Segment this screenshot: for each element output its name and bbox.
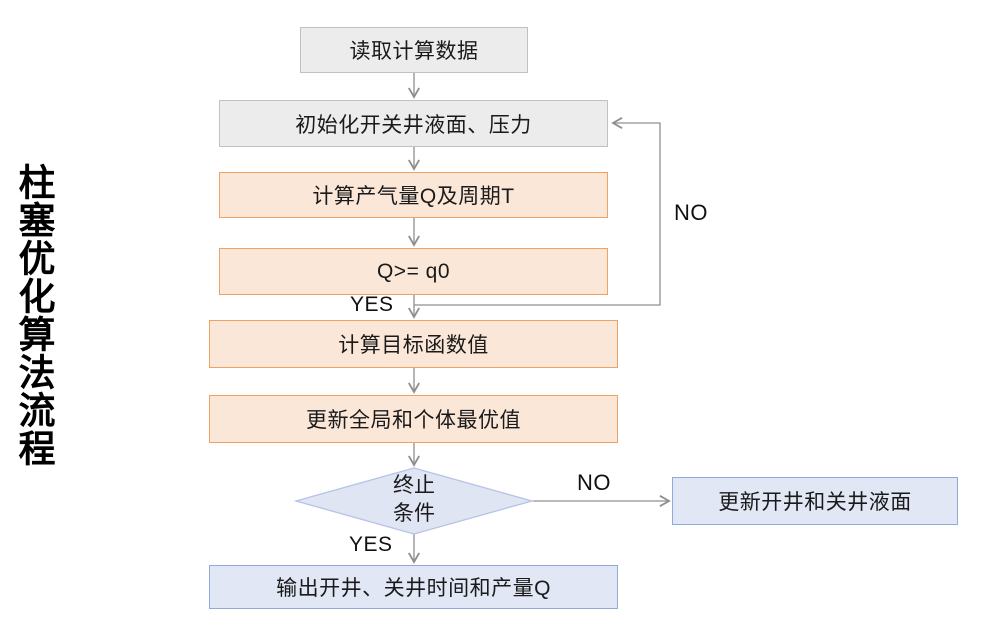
- terminate-label-line1: 终止: [393, 474, 435, 497]
- node-output-results: 输出开井、关井时间和产量Q: [209, 565, 618, 609]
- page-title: 柱塞优化算法流程: [13, 163, 54, 467]
- terminate-label-line2: 条件: [393, 502, 435, 525]
- node-update-level-label: 更新开井和关井液面: [718, 491, 912, 514]
- edge-qcheck-no-loop: [414, 117, 661, 306]
- node-objective-label: 计算目标函数值: [338, 334, 489, 357]
- edge-label-terminate-yes: YES: [349, 533, 393, 556]
- node-q-threshold-check: Q>= q0: [219, 248, 608, 295]
- node-update-well-levels: 更新开井和关井液面: [672, 477, 958, 525]
- terminate-diamond: [293, 467, 535, 535]
- node-calc-gas-and-period: 计算产气量Q及周期T: [219, 172, 608, 218]
- node-update-best-label: 更新全局和个体最优值: [306, 409, 521, 432]
- node-q-check-label: Q>= q0: [376, 259, 451, 283]
- node-init-levels-pressure: 初始化开关井液面、压力: [219, 100, 608, 147]
- node-objective-function: 计算目标函数值: [209, 320, 618, 368]
- node-update-best-values: 更新全局和个体最优值: [209, 395, 618, 443]
- edge-label-terminate-no: NO: [577, 470, 611, 495]
- node-calc-q-label: 计算产气量Q及周期T: [312, 185, 515, 208]
- node-terminate-condition: 终止 条件: [334, 472, 494, 528]
- node-read-data: 读取计算数据: [300, 27, 528, 73]
- edge-label-q-yes: YES: [350, 293, 394, 316]
- node-output-label: 输出开井、关井时间和产量Q: [276, 577, 551, 600]
- node-read-data-label: 读取计算数据: [349, 40, 479, 63]
- node-init-label: 初始化开关井液面、压力: [295, 113, 532, 137]
- edge-label-q-no: NO: [674, 200, 708, 225]
